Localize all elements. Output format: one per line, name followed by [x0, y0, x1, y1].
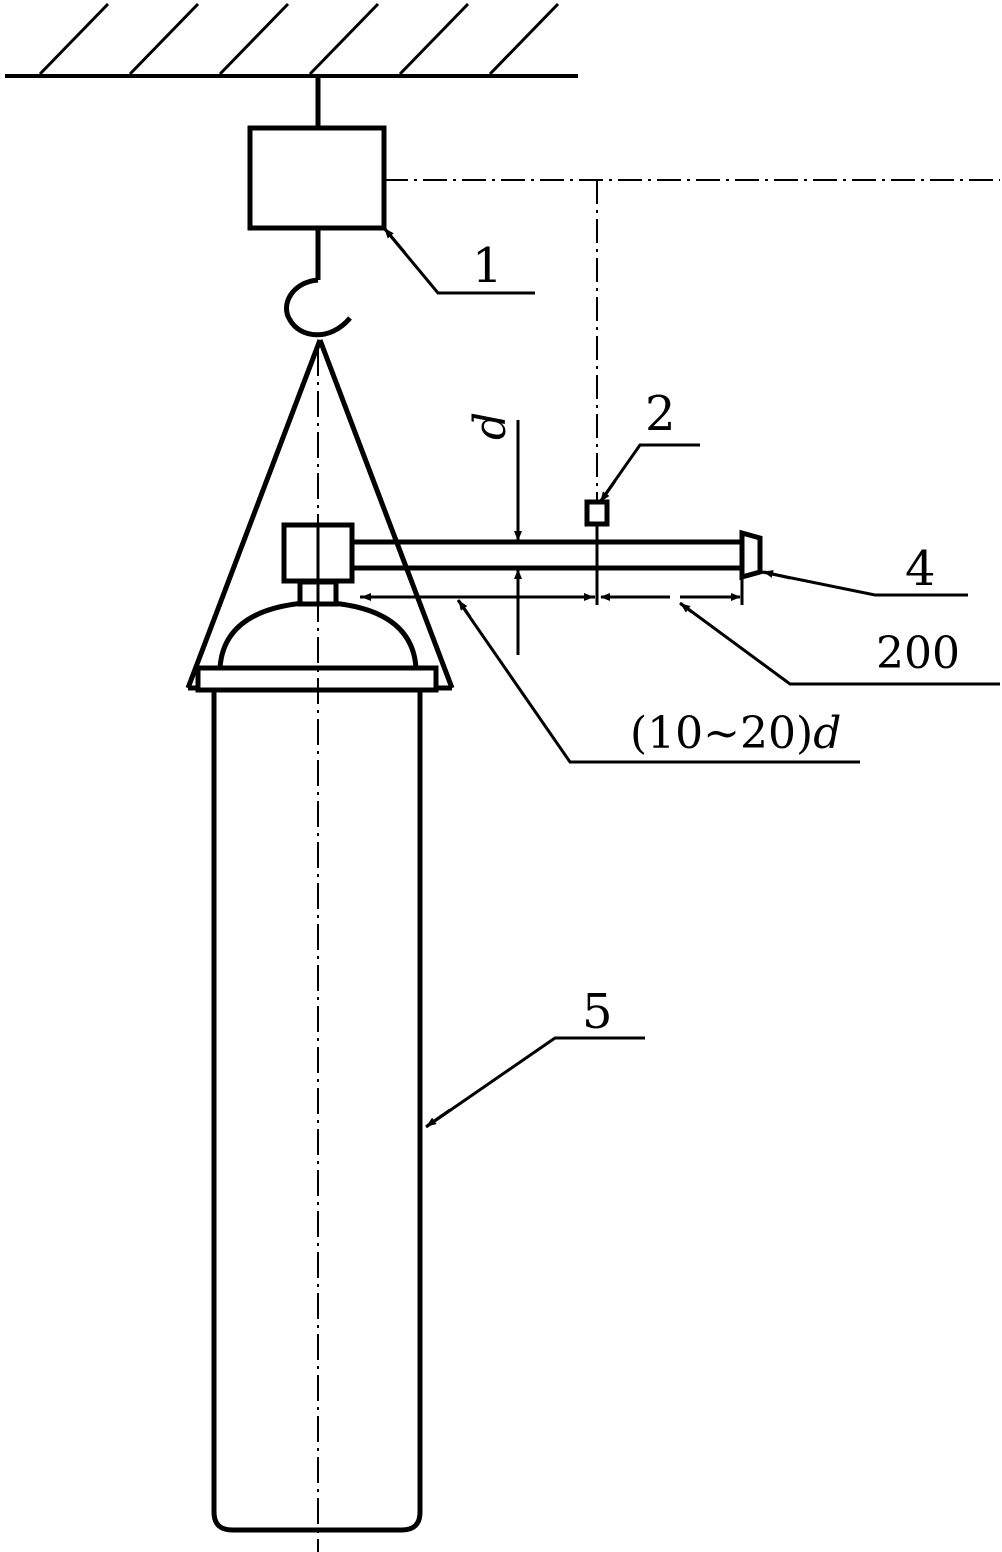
label-5: 5 — [582, 984, 613, 1040]
hook — [284, 277, 352, 338]
dim-200 — [600, 570, 1000, 686]
dim-label-d: d — [465, 412, 516, 440]
label-4: 4 — [905, 541, 936, 597]
hoist — [247, 76, 387, 338]
ceiling — [5, 2, 578, 78]
hoist-box — [247, 125, 387, 231]
sensor — [584, 499, 610, 605]
leader-5 — [425, 1036, 645, 1129]
leader-1 — [382, 227, 535, 295]
end-cap — [739, 529, 763, 581]
leader-2 — [598, 443, 700, 503]
sling-right — [317, 339, 455, 689]
sling-left — [185, 339, 323, 689]
ceiling-hatching — [38, 2, 560, 76]
dim-label-nozzle-prefix: (10~20) — [630, 708, 813, 759]
label-1: 1 — [472, 238, 503, 294]
sensor-square — [584, 499, 610, 527]
leader-4 — [761, 570, 968, 597]
dim-label-200: 200 — [876, 628, 960, 679]
label-2: 2 — [645, 386, 676, 442]
signal-line — [384, 179, 1000, 502]
valve-assembly — [281, 522, 763, 584]
dim-label-nozzle: (10~20)d — [630, 708, 841, 759]
dim-label-nozzle-var: d — [813, 708, 841, 759]
dim-nozzle-length — [360, 593, 860, 764]
leaders — [382, 227, 968, 1129]
